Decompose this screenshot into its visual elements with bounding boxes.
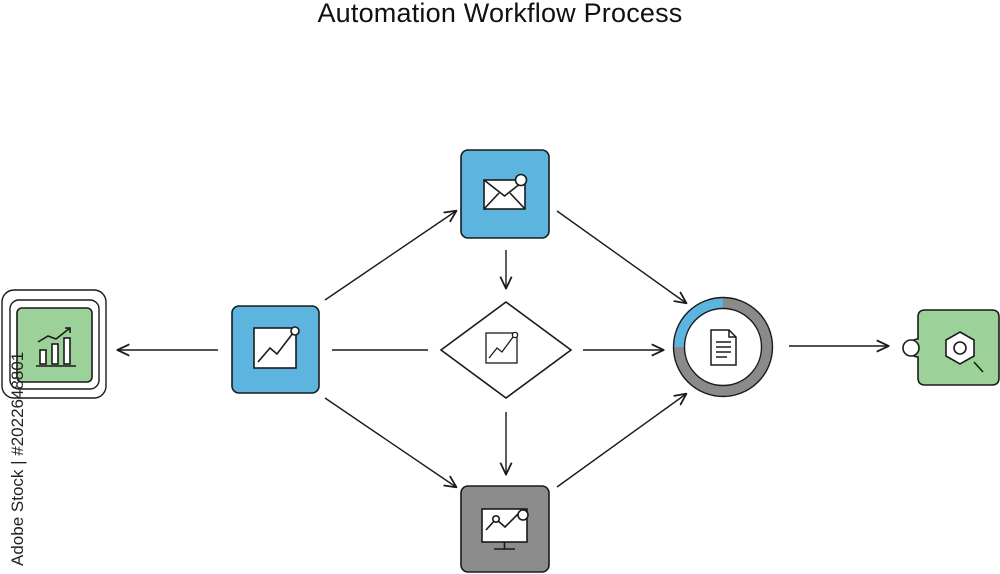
node-settings xyxy=(902,309,1000,386)
document-icon xyxy=(710,329,737,366)
stock-watermark: Adobe Stock | #2022648801 xyxy=(6,318,28,568)
progress-arc xyxy=(673,297,724,348)
edge-monitor-to-report xyxy=(556,394,686,488)
bar-chart-icon xyxy=(36,327,76,367)
node-email xyxy=(460,149,550,239)
hex-nut-icon xyxy=(945,331,984,373)
monitor-chart-icon xyxy=(481,508,529,550)
watermark-text: Adobe Stock | #2022648801 xyxy=(8,351,27,566)
node-dashboard xyxy=(1,289,107,399)
trend-chart-icon xyxy=(485,331,519,364)
node-decision xyxy=(439,301,573,399)
node-analytics-start xyxy=(231,305,320,394)
node-report xyxy=(672,296,774,398)
edge-analytics-to-email xyxy=(324,211,456,301)
edge-email-to-report xyxy=(556,210,686,303)
edge-analytics-to-monitor xyxy=(324,397,456,487)
diagram-title: Automation Workflow Process xyxy=(317,0,683,28)
node-monitor xyxy=(460,485,550,573)
trend-chart-icon xyxy=(253,326,300,369)
envelope-icon xyxy=(483,173,528,210)
